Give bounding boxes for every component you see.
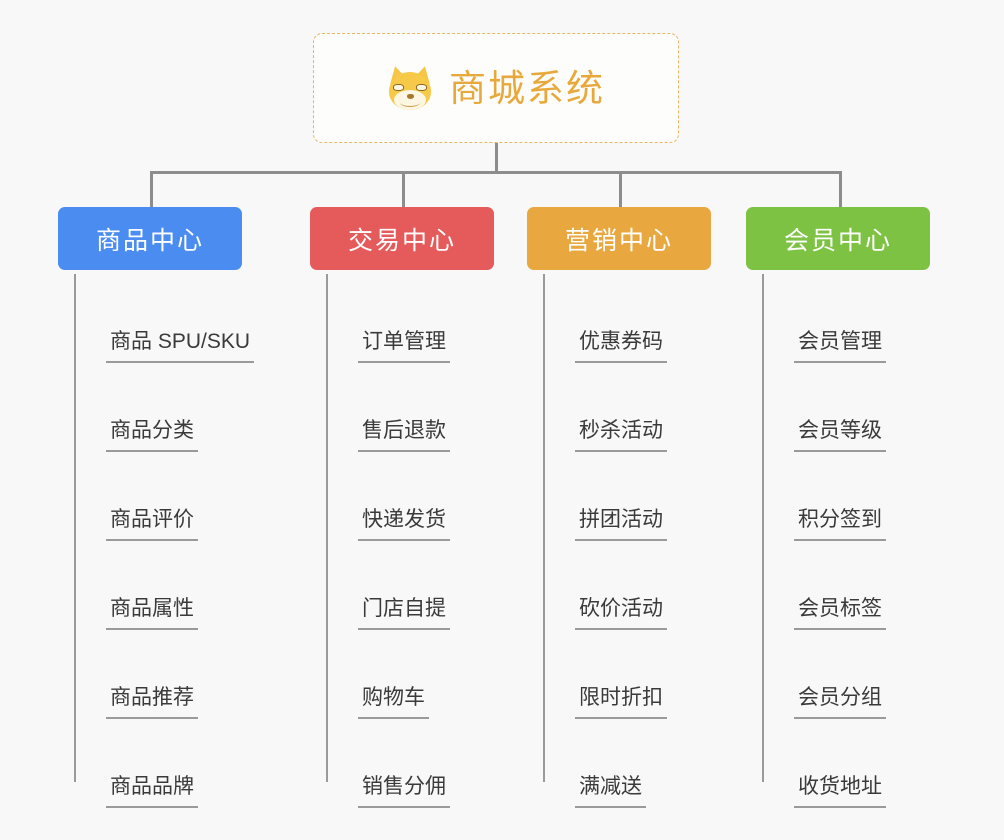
leaf-label: 商品评价 — [106, 509, 198, 541]
branch-title: 营销中心 — [564, 226, 673, 255]
leaf-label: 订单管理 — [358, 331, 450, 363]
leaf-stack: 会员管理 会员等级 积分签到 会员标签 会员分组 收货地址 — [746, 274, 930, 808]
leaf-item-1-5[interactable]: 商品推荐 — [74, 630, 242, 719]
leaf-label: 商品分类 — [106, 420, 198, 452]
leaf-label: 商品 SPU/SKU — [106, 331, 255, 363]
leaf-item-1-4[interactable]: 商品属性 — [74, 541, 242, 630]
dog-eye-left-icon — [393, 84, 404, 91]
dog-face-icon — [386, 64, 434, 110]
leaf-item-3-4[interactable]: 砍价活动 — [543, 541, 711, 630]
branch-drop-connector-2 — [402, 171, 405, 208]
leaf-trunk-connector — [74, 274, 76, 782]
leaf-item-4-2[interactable]: 会员等级 — [762, 363, 930, 452]
leaf-item-2-6[interactable]: 销售分佣 — [326, 719, 494, 808]
leaf-label: 快递发货 — [358, 509, 450, 541]
branch-drop-connector-3 — [619, 171, 622, 208]
leaf-label: 拼团活动 — [575, 509, 667, 541]
branch-column-3: 营销中心 优惠券码 秒杀活动 拼团活动 砍价活动 限时折扣 满减送 — [527, 207, 711, 808]
root-stem-connector — [495, 143, 498, 174]
branch-column-2: 交易中心 订单管理 售后退款 快递发货 门店自提 购物车 销售分佣 — [310, 207, 494, 808]
branch-header-4[interactable]: 会员中心 — [746, 207, 930, 270]
dog-nose-icon — [406, 94, 414, 99]
leaf-item-3-5[interactable]: 限时折扣 — [543, 630, 711, 719]
leaf-stack: 商品 SPU/SKU 商品分类 商品评价 商品属性 商品推荐 商品品牌 — [58, 274, 255, 808]
leaf-item-1-1[interactable]: 商品 SPU/SKU — [74, 274, 255, 363]
leaf-item-2-2[interactable]: 售后退款 — [326, 363, 494, 452]
leaf-item-2-1[interactable]: 订单管理 — [326, 274, 494, 363]
leaf-label: 限时折扣 — [575, 687, 667, 719]
branch-header-1[interactable]: 商品中心 — [58, 207, 242, 270]
dog-smile-icon — [400, 98, 420, 107]
leaf-item-4-5[interactable]: 会员分组 — [762, 630, 930, 719]
leaf-label: 商品品牌 — [106, 776, 198, 808]
leaf-item-2-5[interactable]: 购物车 — [326, 630, 494, 719]
leaf-stack: 订单管理 售后退款 快递发货 门店自提 购物车 销售分佣 — [310, 274, 494, 808]
leaf-trunk-connector — [326, 274, 328, 782]
leaf-stack: 优惠券码 秒杀活动 拼团活动 砍价活动 限时折扣 满减送 — [527, 274, 711, 808]
branch-header-2[interactable]: 交易中心 — [310, 207, 494, 270]
leaf-trunk-connector — [762, 274, 764, 782]
branch-drop-connector-4 — [839, 171, 842, 208]
branch-column-1: 商品中心 商品 SPU/SKU 商品分类 商品评价 商品属性 商品推荐 商品品牌 — [58, 207, 255, 808]
leaf-label: 秒杀活动 — [575, 420, 667, 452]
branch-title: 商品中心 — [95, 226, 204, 255]
leaf-label: 砍价活动 — [575, 598, 667, 630]
dog-head-icon — [389, 72, 431, 110]
leaf-label: 优惠券码 — [575, 331, 667, 363]
leaf-label: 收货地址 — [794, 776, 886, 808]
leaf-item-3-2[interactable]: 秒杀活动 — [543, 363, 711, 452]
leaf-label: 会员分组 — [794, 687, 886, 719]
leaf-item-3-3[interactable]: 拼团活动 — [543, 452, 711, 541]
leaf-label: 商品属性 — [106, 598, 198, 630]
leaf-item-2-4[interactable]: 门店自提 — [326, 541, 494, 630]
leaf-item-3-6[interactable]: 满减送 — [543, 719, 711, 808]
root-title: 商城系统 — [449, 67, 605, 109]
leaf-item-3-1[interactable]: 优惠券码 — [543, 274, 711, 363]
root-node[interactable]: 商城系统 — [313, 33, 679, 143]
leaf-item-4-4[interactable]: 会员标签 — [762, 541, 930, 630]
branch-header-3[interactable]: 营销中心 — [527, 207, 711, 270]
leaf-label: 购物车 — [358, 687, 429, 719]
branch-column-4: 会员中心 会员管理 会员等级 积分签到 会员标签 会员分组 收货地址 — [746, 207, 930, 808]
dog-eye-right-icon — [416, 84, 427, 91]
leaf-label: 积分签到 — [794, 509, 886, 541]
branch-title: 会员中心 — [783, 226, 892, 255]
leaf-item-4-1[interactable]: 会员管理 — [762, 274, 930, 363]
leaf-trunk-connector — [543, 274, 545, 782]
leaf-label: 销售分佣 — [358, 776, 450, 808]
leaf-label: 会员等级 — [794, 420, 886, 452]
leaf-item-4-6[interactable]: 收货地址 — [762, 719, 930, 808]
leaf-item-4-3[interactable]: 积分签到 — [762, 452, 930, 541]
leaf-item-1-3[interactable]: 商品评价 — [74, 452, 242, 541]
branch-title: 交易中心 — [347, 226, 456, 255]
leaf-item-2-3[interactable]: 快递发货 — [326, 452, 494, 541]
branch-drop-connector-1 — [150, 171, 153, 208]
leaf-label: 满减送 — [575, 776, 646, 808]
leaf-label: 商品推荐 — [106, 687, 198, 719]
leaf-label: 门店自提 — [358, 598, 450, 630]
leaf-label: 售后退款 — [358, 420, 450, 452]
leaf-item-1-2[interactable]: 商品分类 — [74, 363, 242, 452]
leaf-item-1-6[interactable]: 商品品牌 — [74, 719, 242, 808]
leaf-label: 会员管理 — [794, 331, 886, 363]
leaf-label: 会员标签 — [794, 598, 886, 630]
horizontal-bus-connector — [150, 171, 842, 174]
